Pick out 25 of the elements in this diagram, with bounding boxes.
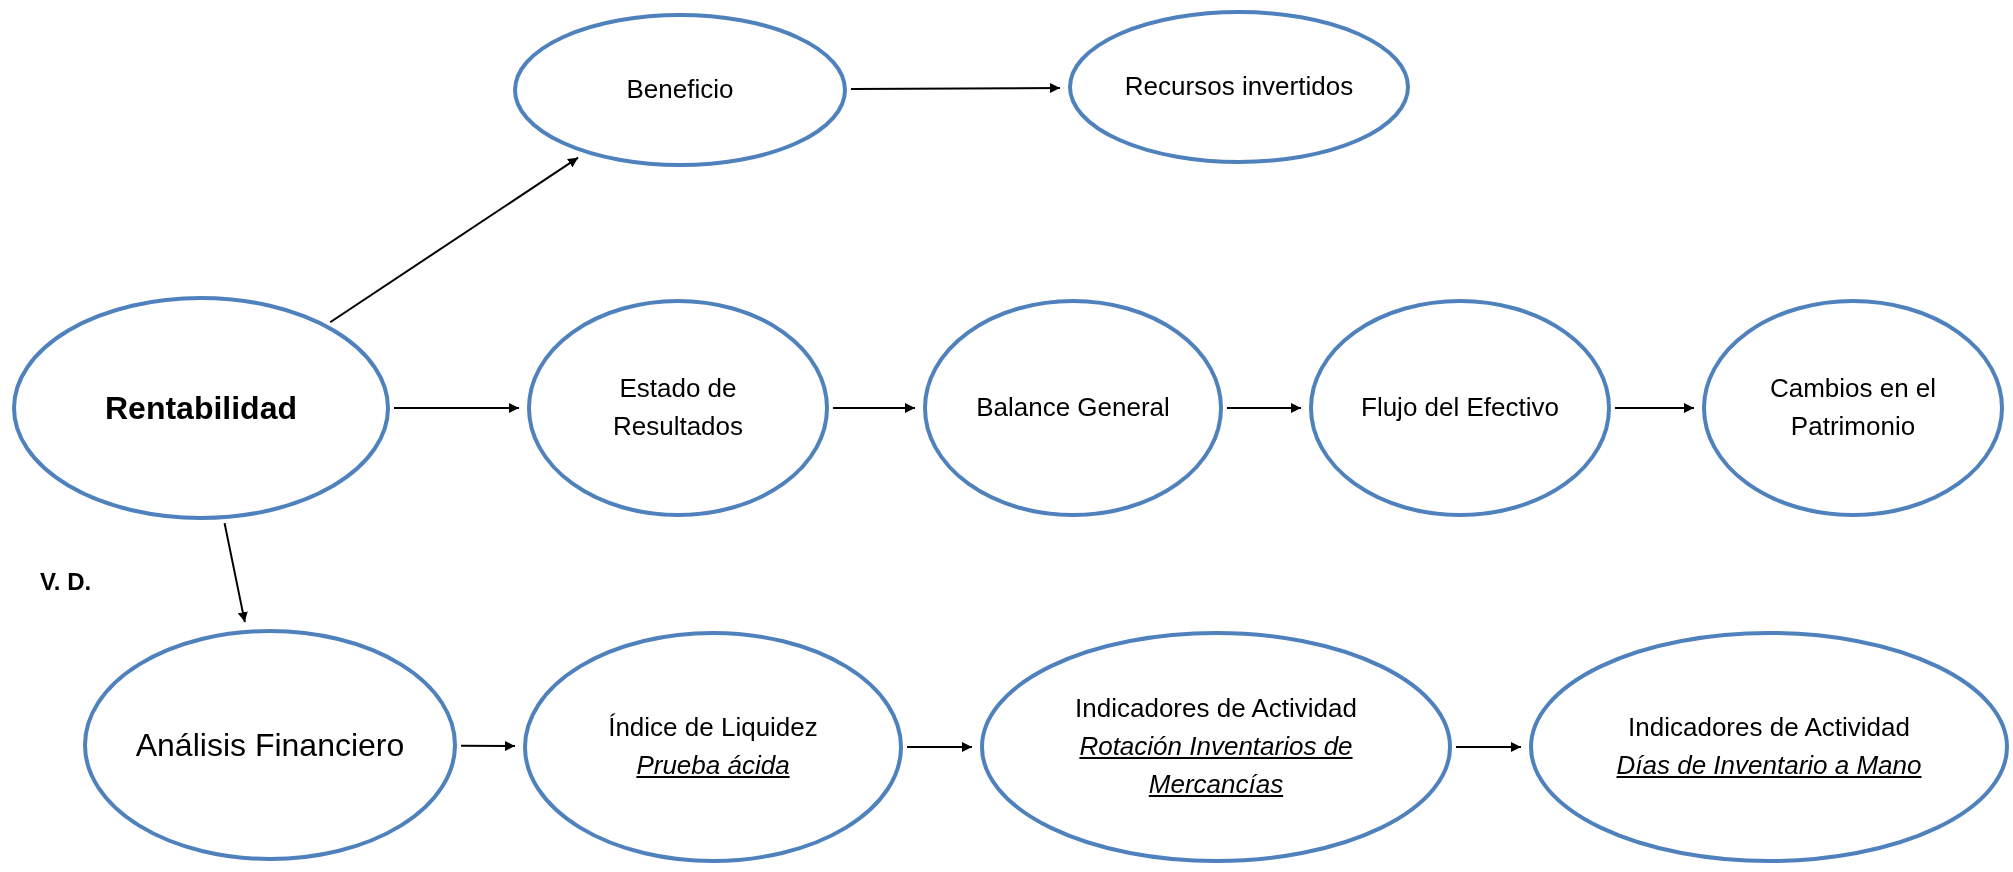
arrow — [329, 156, 580, 324]
node-label: Balance General — [976, 391, 1170, 425]
arrow — [460, 741, 516, 752]
arrow — [832, 403, 916, 413]
arrow — [850, 83, 1061, 93]
arrow — [1226, 403, 1302, 413]
node-label: Índice de Liquidez — [608, 711, 818, 745]
indicator-label: Días de Inventario a Mano — [1616, 749, 1922, 782]
node-label: Rentabilidad — [105, 388, 297, 428]
indicator-label: Prueba ácida — [636, 749, 790, 782]
arrow — [906, 742, 973, 752]
arrow — [223, 522, 248, 624]
arrow — [393, 403, 520, 413]
node-label: Cambios en el Patrimonio — [1768, 372, 1938, 443]
node-label: Flujo del Efectivo — [1361, 391, 1559, 425]
node-label: Indicadores de Actividad — [1075, 692, 1357, 726]
node-label: Recursos invertidos — [1124, 70, 1354, 104]
indicator-label: Rotación Inventarios de Mercancías — [1078, 730, 1354, 801]
arrow — [1614, 403, 1695, 413]
node-label: Análisis Financiero — [135, 725, 405, 765]
node-label: Indicadores de Actividad — [1628, 711, 1910, 745]
node-label: Beneficio — [626, 73, 734, 107]
variable-label: V. D. — [40, 568, 92, 596]
node-label: Estado de Resultados — [611, 372, 745, 443]
arrow — [1455, 742, 1522, 752]
